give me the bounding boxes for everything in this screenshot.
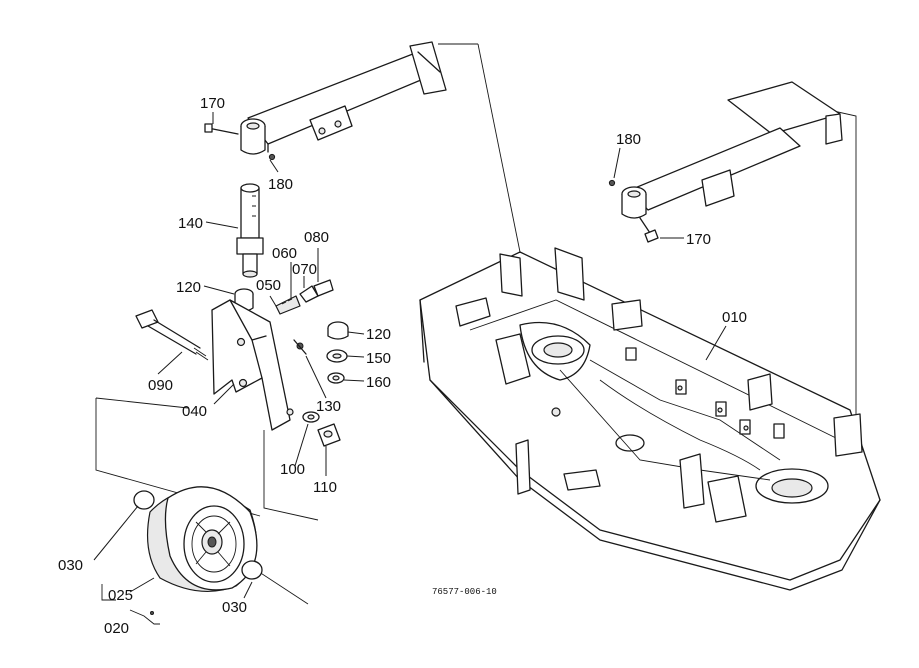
gauge-wheel-arm-left [204, 41, 447, 161]
label-130: 130 [316, 398, 341, 415]
label-170-left: 170 [200, 95, 225, 112]
label-180-left: 180 [268, 176, 293, 193]
label-050: 050 [256, 277, 281, 294]
label-160: 160 [366, 374, 391, 391]
label-030-right: 030 [222, 599, 247, 616]
label-180-right: 180 [616, 131, 641, 148]
label-080: 080 [304, 229, 329, 246]
label-070: 070 [292, 261, 317, 278]
part-labels: 170 180 140 120 060 080 070 050 120 150 … [58, 95, 747, 637]
label-120-lower: 120 [366, 326, 391, 343]
label-110: 110 [313, 479, 337, 496]
leader-lines [93, 112, 727, 599]
label-060: 060 [272, 245, 297, 262]
label-030-left: 030 [58, 557, 83, 574]
label-020: 020 [104, 620, 129, 637]
label-090: 090 [148, 377, 173, 394]
label-040: 040 [182, 403, 207, 420]
wheel-bracket-assembly [135, 279, 349, 447]
label-120-upper: 120 [176, 279, 201, 296]
label-100: 100 [280, 461, 305, 478]
label-150: 150 [366, 350, 391, 367]
spindle-shaft [236, 183, 264, 278]
drawing-code: 76577-006-10 [432, 587, 497, 597]
gauge-wheel-arm-right [608, 81, 843, 243]
mower-deck [419, 247, 881, 591]
label-025: 025 [108, 587, 133, 604]
gauge-wheel [101, 486, 263, 625]
label-170-right: 170 [686, 231, 711, 248]
label-140: 140 [178, 215, 203, 232]
label-010: 010 [722, 309, 747, 326]
